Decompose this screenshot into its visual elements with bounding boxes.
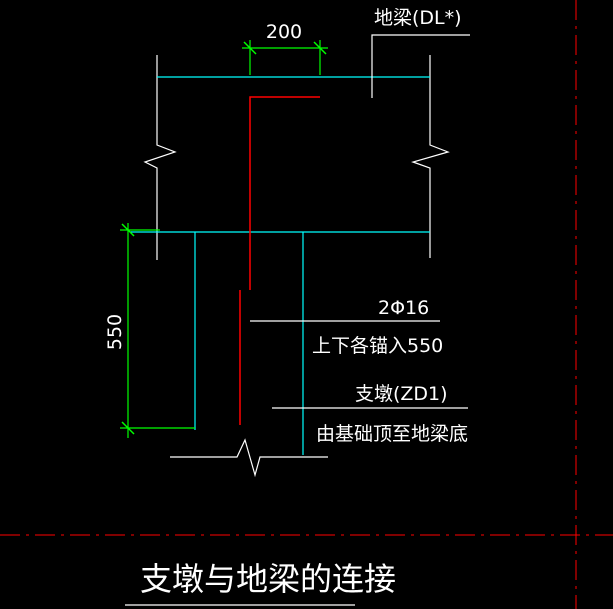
ground-beam-label: 地梁(DL*) — [374, 7, 462, 29]
pier-note-label: 由基础顶至地梁底 — [316, 423, 468, 445]
top-dimension-tick-left — [243, 41, 257, 55]
top-dimension-tick-right — [313, 41, 327, 55]
rebar-spec-label: 2Φ16 — [378, 297, 429, 319]
rebar-note-label: 上下各锚入550 — [312, 335, 443, 357]
left-dimension-tick-top — [121, 223, 135, 237]
ground-beam-leader — [371, 34, 470, 98]
top-dimension-label: 200 — [266, 21, 302, 43]
beam-left-break-line — [143, 55, 177, 260]
left-dimension-label: 550 — [104, 314, 126, 350]
pier-label: 支墩(ZD1) — [355, 383, 448, 405]
left-dimension-tick-bottom — [121, 421, 135, 435]
rebar-line — [249, 96, 320, 290]
beam-right-break-line — [411, 55, 450, 258]
pier-bottom-break-line — [170, 438, 328, 478]
drawing-title: 支墩与地梁的连接 — [140, 560, 396, 598]
